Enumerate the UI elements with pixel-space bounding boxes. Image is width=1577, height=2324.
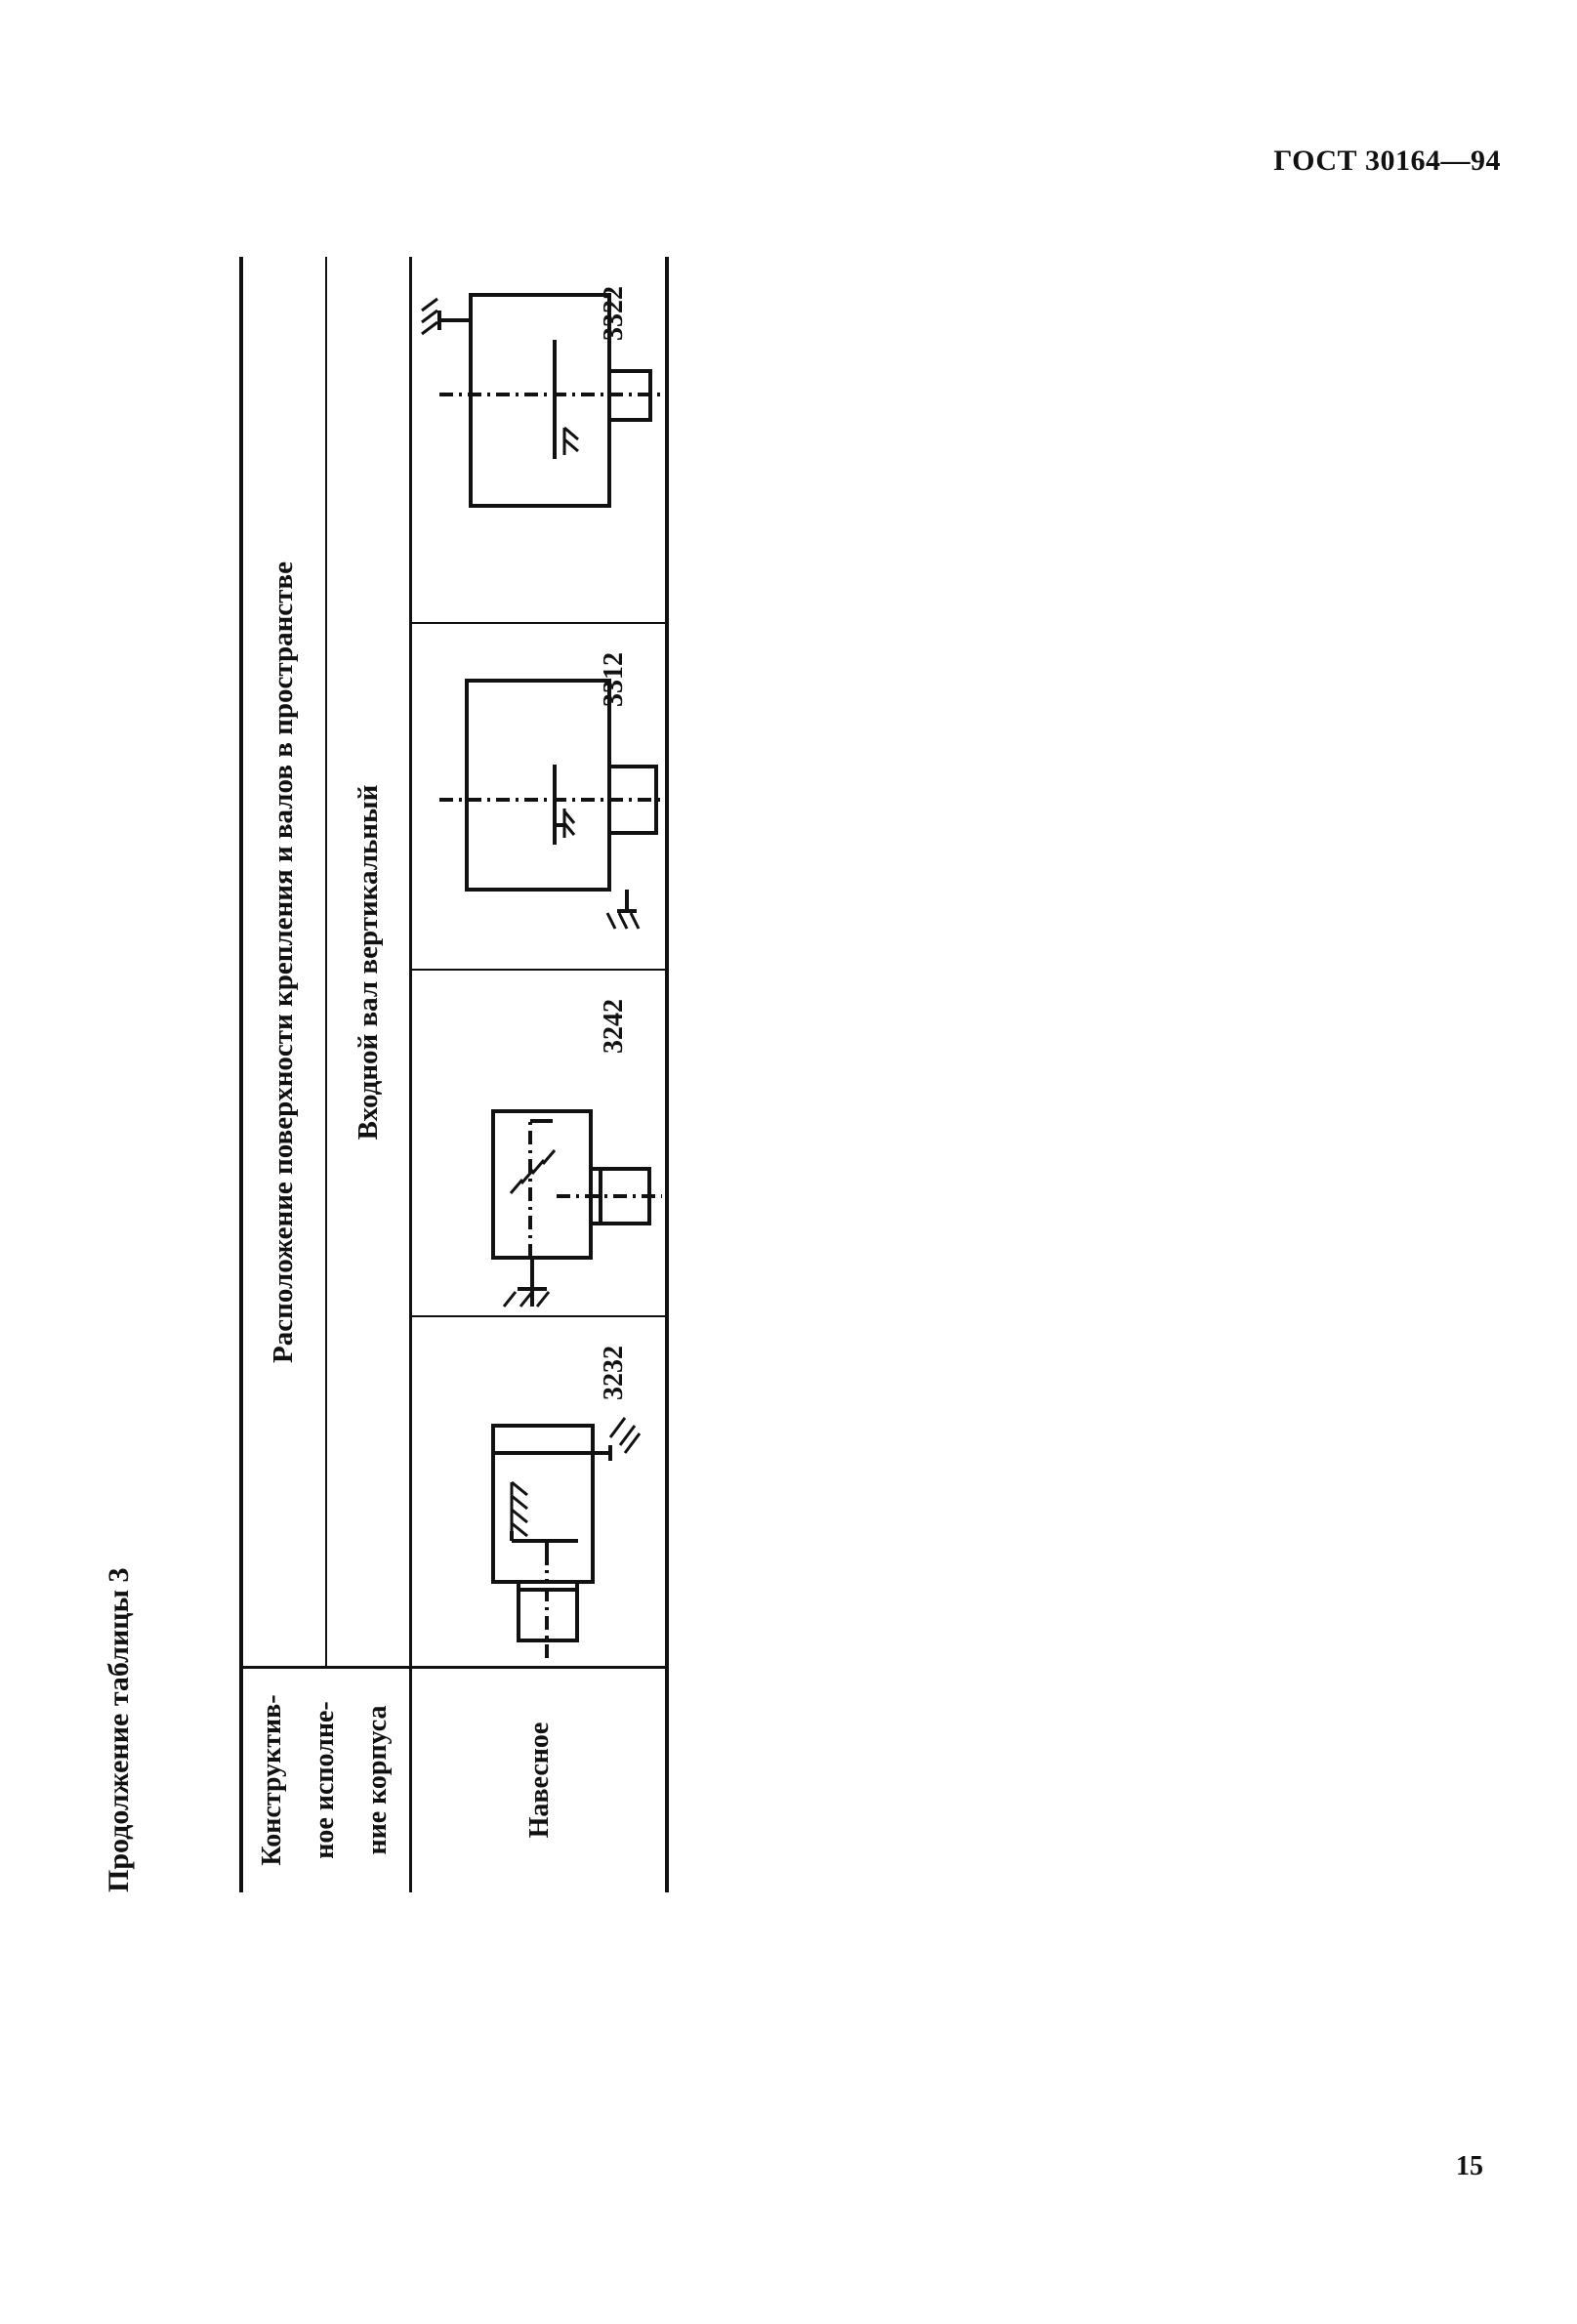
gearbox-scheme-3242-icon: [491, 1109, 662, 1307]
rotated-table-frame: Продолжение таблицы 3 Конструктив- ное и…: [103, 257, 669, 1892]
construction-header-line-3: ние корпуса: [361, 1705, 393, 1855]
variant-code-3322: 3322: [599, 286, 629, 341]
construction-header-line-1: Конструктив-: [256, 1694, 287, 1866]
gearbox-scheme-3322-icon: [421, 293, 662, 508]
gearbox-scheme-3312-icon: [439, 679, 662, 930]
variant-cell-3232: 3232: [410, 1316, 669, 1668]
variant-cell-3242: 3242: [410, 970, 669, 1316]
variant-code-3232: 3232: [599, 1346, 629, 1400]
gearbox-scheme-3232-icon: [491, 1417, 642, 1658]
construction-header-line-2: ное исполне-: [309, 1701, 340, 1859]
construction-header: Конструктив- ное исполне- ние корпуса: [239, 1668, 410, 1892]
group-header: Расположение поверхности крепления и вал…: [267, 561, 299, 1363]
table-caption: Продолжение таблицы 3: [103, 1567, 135, 1892]
sub-header: Входной вал вертикальный: [353, 784, 384, 1141]
standard-designation: ГОСТ 30164—94: [1273, 145, 1501, 177]
variant-code-3242: 3242: [599, 999, 629, 1054]
row-label: Навесное: [523, 1722, 555, 1839]
row-label-cell: Навесное: [410, 1668, 669, 1892]
variant-cell-3322: 3322: [410, 257, 669, 623]
page-number: 15: [1456, 2151, 1483, 2181]
variant-code-3312: 3312: [599, 652, 629, 707]
scheme-table: Конструктив- ное исполне- ние корпуса На…: [239, 257, 669, 1892]
variant-cell-3312: 3312: [410, 623, 669, 970]
